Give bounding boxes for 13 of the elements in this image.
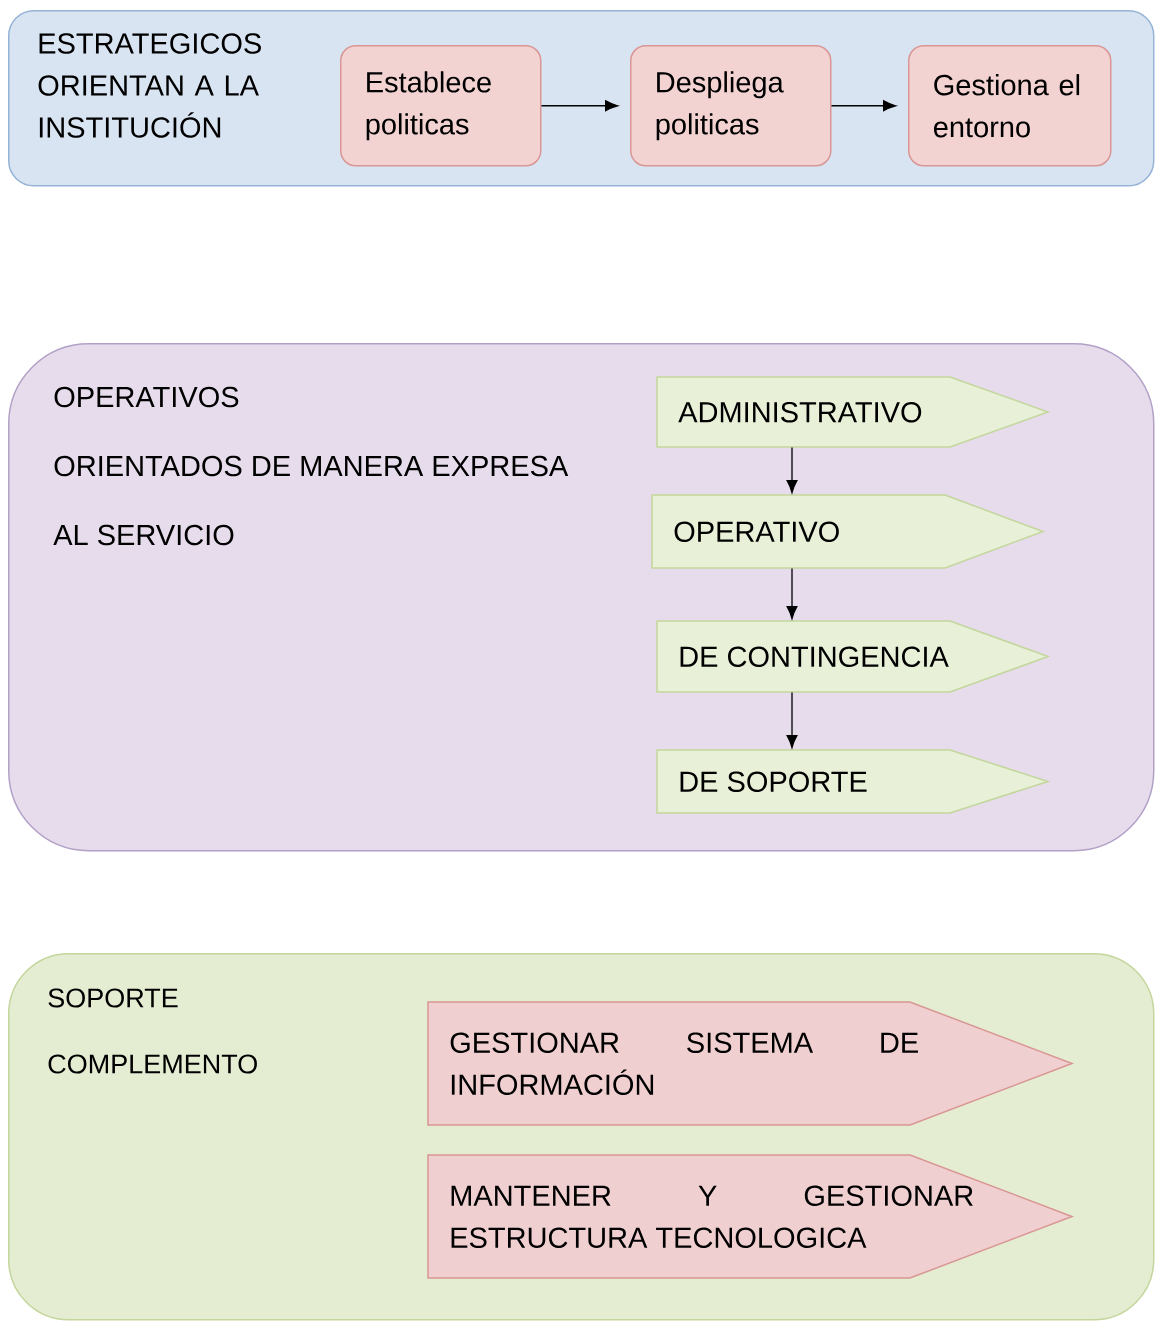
pentagon-box: DE CONTINGENCIA xyxy=(656,620,1051,693)
pentagon-box: OPERATIVO xyxy=(651,494,1046,569)
arrow xyxy=(830,100,897,112)
pentagon-box: GESTIONAR SISTEMA DE INFORMACIÓN xyxy=(427,1001,1075,1126)
arrow xyxy=(786,691,798,749)
arrow xyxy=(540,100,619,112)
arrow xyxy=(786,567,798,620)
process-box: Despliega politicas xyxy=(630,45,832,167)
arrow xyxy=(786,446,798,494)
process-box: Gestiona el entorno xyxy=(908,45,1112,167)
pentagon-box: ADMINISTRATIVO xyxy=(656,376,1051,448)
pentagon-box: MANTENER Y GESTIONAR ESTRUCTURA TECNOLOGICA xyxy=(427,1154,1075,1279)
process-box: Establece politicas xyxy=(340,45,542,167)
